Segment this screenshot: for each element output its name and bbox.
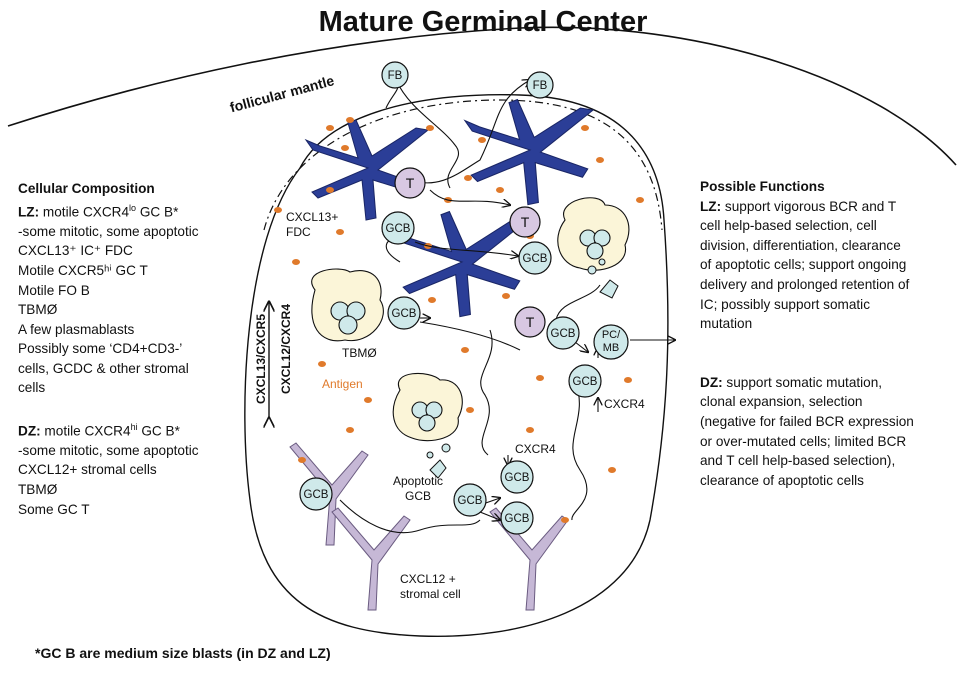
text-line: -some mitotic, some apoptotic: [18, 442, 199, 458]
dz-functions-list: DZ: support somatic mutation, clonal expa…: [700, 373, 914, 491]
gcb-cell: [453, 483, 487, 517]
text-line: division, differentiation, clearance: [700, 237, 901, 253]
text-line: A few plasmablasts: [18, 321, 135, 337]
text-line: CXCL12+ stromal cells: [18, 462, 157, 478]
cell-label: FB: [533, 80, 548, 92]
tbm-label: TBMØ: [342, 346, 377, 360]
text-line: DZ: support somatic mutation,: [700, 374, 883, 390]
cell-label: GCB: [551, 328, 576, 340]
t-cell: [514, 306, 546, 338]
t-cell: [509, 206, 541, 238]
cell-label: GCB: [573, 376, 598, 388]
t-cell: [394, 167, 426, 199]
gcb-cell: [299, 477, 333, 511]
text-line: and T cell help-based selection),: [700, 453, 896, 469]
pc-mb-cell: [593, 324, 629, 360]
cell-label: GCB: [458, 495, 483, 507]
tbm-macrophage: [392, 372, 463, 442]
cxcl13-cxcr5-axis-label: CXCL13/CXCR5: [254, 313, 268, 405]
cell-label: FB: [388, 70, 403, 82]
tbm-macrophage: [557, 197, 630, 271]
gcb-cell: [500, 460, 534, 494]
cell-label: T: [526, 314, 535, 330]
tbm-macrophage: [311, 268, 384, 342]
cell-label: GCB: [523, 253, 548, 265]
cell-label: T: [521, 214, 530, 230]
fb-cell: [381, 61, 409, 89]
cell-label: GCB: [386, 223, 411, 235]
text-line: Motile CXCR5ʰⁱ GC T: [18, 262, 148, 278]
text-line: IC; possibly support somatic: [700, 296, 870, 312]
footnote: *GC B are medium size blasts (in DZ and …: [35, 645, 331, 661]
text-line: TBMØ: [18, 302, 58, 318]
antigen-label: Antigen: [322, 377, 363, 391]
text-line: clearance of apoptotic cells: [700, 472, 864, 488]
apoptotic-gcb: [426, 258, 619, 479]
cell-label: GCB: [505, 513, 530, 525]
gcb-cell: [500, 501, 534, 535]
text-line: (negative for failed BCR expression: [700, 413, 914, 429]
gcb-cell: [546, 316, 580, 350]
text-line: cells: [18, 380, 46, 396]
cell-label: GCB: [304, 489, 329, 501]
lz-functions-list: LZ: support vigorous BCR and T cell help-…: [700, 197, 914, 334]
cellular-composition-panel: Cellular Composition LZ: motile CXCR4lo …: [18, 179, 199, 519]
possible-functions-panel: Possible Functions LZ: support vigorous …: [700, 177, 914, 490]
cxcr4-label-lower: CXCR4: [515, 442, 556, 456]
gcb-cell: [518, 241, 552, 275]
text-line: LZ: support vigorous BCR and T: [700, 198, 897, 214]
text-line: Possibly some ‘CD4+CD3-’: [18, 341, 183, 357]
text-line: or over-mutated cells; limited BCR: [700, 433, 907, 449]
cell-label: GCB: [505, 472, 530, 484]
stromal-cell-label: CXCL12 +stromal cell: [400, 572, 461, 601]
text-line: clonal expansion, selection: [700, 394, 863, 410]
lz-composition-first: LZ: motile CXCR4lo GC B*: [18, 202, 179, 220]
fdc-label: CXCL13+FDC: [286, 210, 339, 239]
gcb-cell: [381, 211, 415, 245]
diagram-title: Mature Germinal Center: [318, 6, 648, 38]
text-line: cell help-based selection, cell: [700, 218, 877, 234]
text-line: delivery and prolonged retention of: [700, 276, 910, 292]
text-line: TBMØ: [18, 481, 58, 497]
dz-composition-first: DZ: motile CXCR4hi GC B*: [18, 421, 180, 439]
text-line: CXCL13⁺ IC⁺ FDC: [18, 243, 133, 259]
gcb-cell: [568, 364, 602, 398]
gc-outline: [244, 93, 669, 638]
possible-functions-heading: Possible Functions: [700, 179, 825, 194]
cell-label: T: [406, 175, 415, 191]
text-line: mutation: [700, 316, 753, 332]
cxcl12-cxcr4-axis-label: CXCL12/CXCR4: [279, 303, 293, 395]
follicle-boundary: [7, 26, 957, 166]
migration-paths: [339, 80, 675, 534]
fdc-cell: [396, 211, 526, 318]
text-line: Some GC T: [18, 501, 90, 517]
text-line: of apoptotic cells; support ongoing: [700, 257, 907, 273]
cell-label: MB: [603, 342, 620, 354]
text-line: -some mitotic, some apoptotic: [18, 223, 199, 239]
cellular-composition-heading: Cellular Composition: [18, 181, 155, 196]
cxcr4-label-upper: CXCR4: [604, 397, 645, 411]
text-line: cells, GCDC & other stromal: [18, 360, 189, 376]
cell-label: GCB: [392, 308, 417, 320]
text-line: Motile FO B: [18, 282, 90, 298]
gcb-cell: [387, 296, 421, 330]
cell-label: PC/: [602, 329, 621, 341]
fb-cell: [526, 71, 554, 99]
light-zone-boundary: [263, 99, 663, 231]
